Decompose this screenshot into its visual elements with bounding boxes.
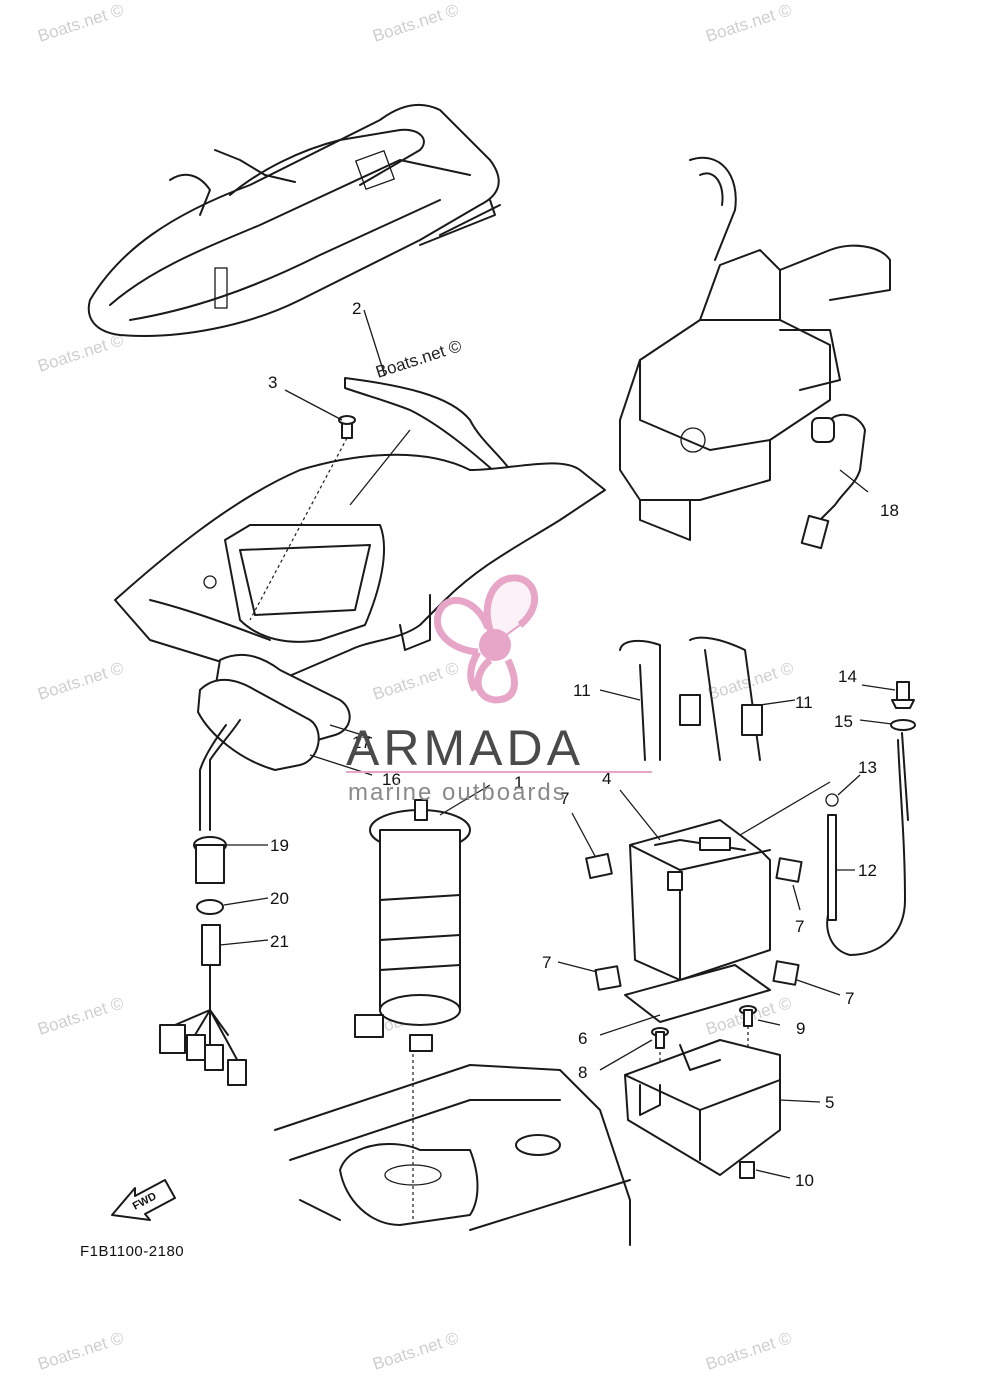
callout-8: 8: [578, 1063, 587, 1082]
callout-4: 4: [602, 769, 611, 788]
callout-11: 11: [573, 681, 591, 700]
part-4-battery: [619, 781, 831, 981]
callout-6: 6: [578, 1029, 587, 1048]
brand-name: ARMADA: [346, 720, 584, 776]
part-7-pads: [557, 812, 841, 996]
deck-hood: [114, 453, 606, 681]
engine-harness-area: [619, 157, 891, 550]
part-11-straps: [599, 636, 796, 761]
watermark: Boats.net ©: [703, 0, 794, 46]
callout-13: 13: [858, 758, 877, 777]
part-10-spacer: [739, 1161, 755, 1179]
propeller-icon: [434, 574, 539, 704]
callout-3: 3: [268, 373, 277, 392]
callout-1: 1: [514, 773, 523, 792]
callout-15: 15: [834, 712, 853, 731]
watermark: Boats.net ©: [35, 0, 126, 46]
fwd-arrow: FWD: [111, 1179, 176, 1221]
callout-10: 10: [795, 1171, 814, 1190]
part-5-tray: [624, 1039, 821, 1176]
watermark: Boats.net ©: [35, 330, 126, 376]
watermark: Boats.net ©: [703, 1328, 794, 1374]
callout-2: 2: [352, 299, 361, 318]
callout-21: 21: [270, 932, 289, 951]
watermark: Boats.net ©: [35, 1328, 126, 1374]
watermark: Boats.net ©: [370, 658, 461, 704]
hull-bottom: [274, 1064, 631, 1246]
callout-7: 7: [795, 917, 804, 936]
part-6-mat: [624, 964, 771, 1023]
watermark: Boats.net ©: [35, 993, 126, 1039]
watercraft-overview: [87, 103, 501, 337]
callout-12: 12: [858, 861, 877, 880]
callouts: 1 2 3 4 5 6 7 7 7 7 8 9 10 11 11 12 13 1…: [268, 299, 899, 1190]
callout-7: 7: [845, 989, 854, 1008]
diagram-code: F1B1100-2180: [80, 1243, 184, 1260]
callout-20: 20: [270, 889, 289, 908]
callout-7: 7: [560, 789, 569, 808]
part-12-15-vent: [825, 681, 916, 956]
callout-9: 9: [796, 1019, 805, 1038]
part-16-17-cover: [197, 653, 373, 831]
part-19-21-harness: [159, 836, 269, 1086]
part-1-fuel-pump: [354, 784, 491, 1052]
callout-7: 7: [542, 953, 551, 972]
brand-tagline: marine outboards: [348, 779, 567, 806]
watermark: Boats.net ©: [370, 0, 461, 46]
callout-5: 5: [825, 1093, 834, 1112]
watermark-dark: Boats.net ©: [373, 336, 464, 382]
part-8-9-bolts: [599, 1005, 781, 1071]
watermark: Boats.net ©: [370, 1328, 461, 1374]
watermark: Boats.net ©: [35, 658, 126, 704]
brand-logo: ARMADA marine outboards: [346, 574, 652, 806]
callout-17: 17: [352, 733, 371, 752]
callout-11: 11: [795, 693, 813, 712]
callout-14: 14: [838, 667, 857, 686]
callout-16: 16: [382, 770, 401, 789]
callout-18: 18: [880, 501, 899, 520]
callout-19: 19: [270, 836, 289, 855]
